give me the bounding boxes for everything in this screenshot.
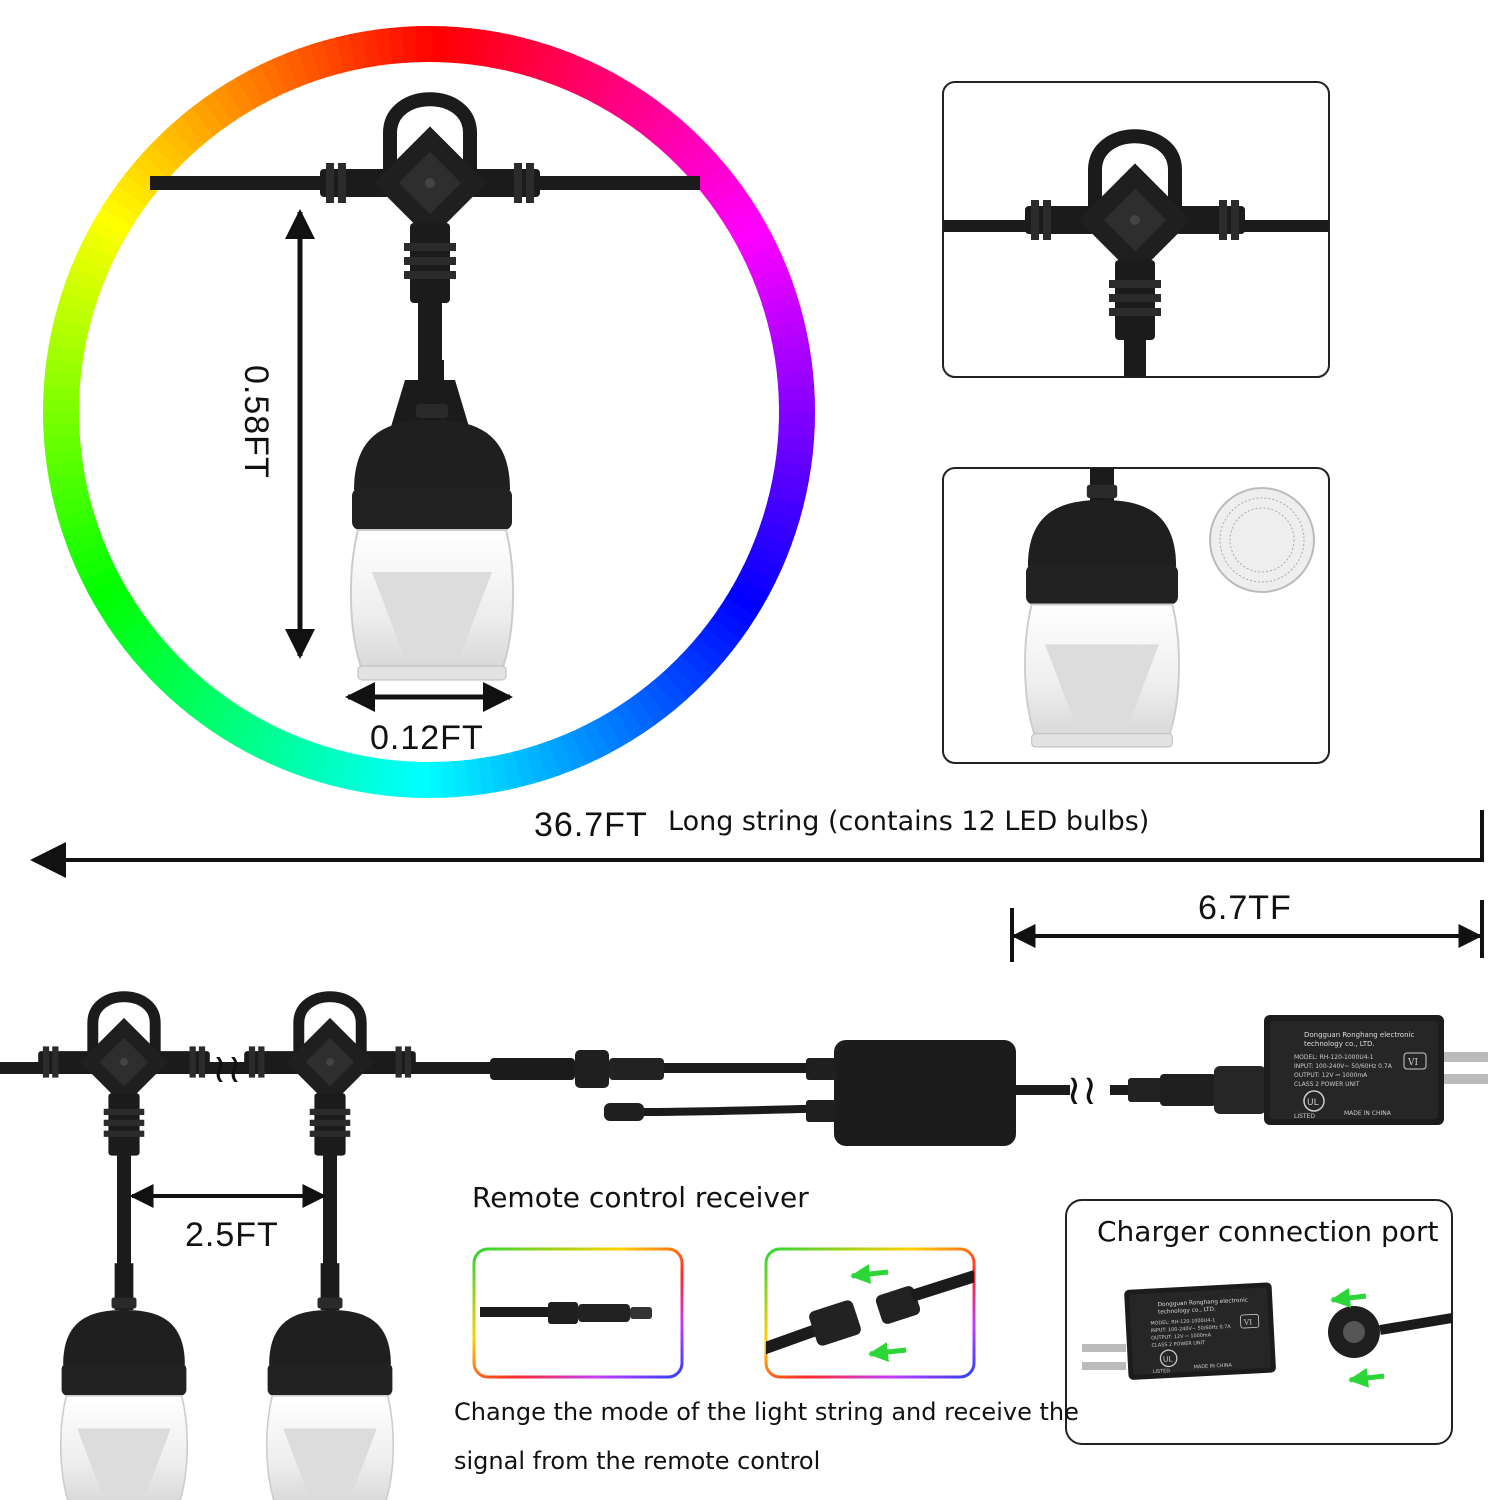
receiver-description-line1: Change the mode of the light string and …: [454, 1398, 1079, 1426]
string-length-label: 36.7FT: [534, 806, 648, 844]
rgb-color-ring: [43, 26, 815, 798]
bulb-width-label: 0.12FT: [370, 719, 484, 757]
receiver-box-icon: [834, 1040, 1016, 1146]
string-description: Long string (contains 12 LED bulbs): [668, 806, 1150, 837]
connector-detail-panel: [942, 81, 1330, 378]
svg-text:≀≀: ≀≀: [1066, 1065, 1098, 1114]
receiver-description-line2: signal from the remote control: [454, 1447, 821, 1475]
svg-text:≀≀: ≀≀: [212, 1046, 242, 1092]
charger-panel: [1065, 1199, 1453, 1445]
receiver-title: Remote control receiver: [472, 1181, 809, 1214]
string-assembly: ≀≀ ≀≀: [0, 997, 1488, 1500]
receiver-plug-panel: [472, 1247, 684, 1379]
power-adapter-icon: [1263, 1014, 1445, 1126]
bulb-closeup: [150, 99, 700, 681]
bulb-spacing-label: 2.5FT: [185, 1216, 279, 1254]
bulb-height-label: 0.58FT: [237, 365, 275, 479]
led-chip-magnifier-icon: [1209, 487, 1315, 593]
receiver-connector-panel: [764, 1247, 976, 1379]
bulb-detail-panel: [942, 467, 1330, 764]
lead-length-label: 6.7TF: [1198, 889, 1292, 927]
charger-title: Charger connection port: [1097, 1215, 1439, 1248]
